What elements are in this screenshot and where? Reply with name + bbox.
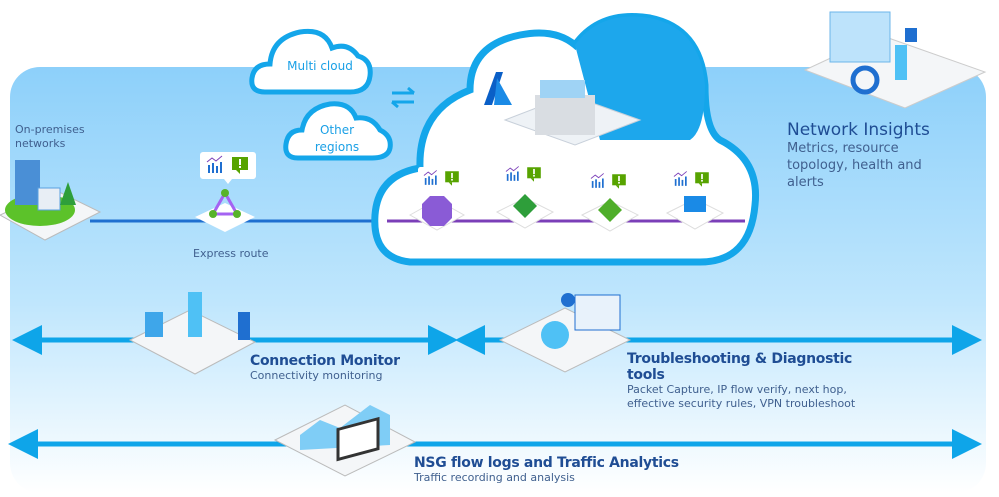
other-regions-label: Other regions <box>314 123 360 154</box>
nsg-flow-logs-icon <box>273 404 417 477</box>
multi-cloud-label: Multi cloud <box>287 59 353 73</box>
metrics-chart-icon <box>673 171 687 186</box>
alert-icon <box>612 174 626 189</box>
vnet-gateway-tile-icon <box>580 198 640 232</box>
metrics-chart-icon <box>206 155 223 173</box>
troubleshooting-section: Troubleshooting & Diagnostic tools Packe… <box>627 351 887 411</box>
exchange-arrows-icon <box>391 86 415 109</box>
metrics-chart-icon <box>423 170 437 185</box>
express-route-icon <box>195 189 255 232</box>
express-route-label: Express route <box>193 247 269 260</box>
alert-icon <box>232 157 248 174</box>
troubleshooting-title: Troubleshooting & Diagnostic tools <box>627 351 852 383</box>
alert-icon <box>695 172 709 187</box>
metrics-alert-badge <box>668 168 716 196</box>
metrics-alert-badge <box>500 163 548 191</box>
connection-monitor-icon <box>128 292 257 375</box>
connection-monitor-description: Connectivity monitoring <box>250 369 383 382</box>
load-balancer-tile-icon <box>495 194 555 229</box>
connection-monitor-title: Connection Monitor <box>250 353 400 369</box>
network-insights-icon <box>803 11 987 109</box>
metrics-alert-badge <box>418 167 466 195</box>
servers-icon <box>503 80 642 146</box>
nsg-section: NSG flow logs and Traffic Analytics Traf… <box>414 455 679 485</box>
virtual-machine-tile-icon <box>665 196 725 230</box>
network-insights-description: Metrics, resource topology, health and a… <box>787 141 922 190</box>
on-premises-building-icon <box>0 160 102 241</box>
multi-cloud-shape <box>249 28 373 95</box>
metrics-alert-badge <box>585 170 633 198</box>
alert-icon <box>527 167 541 182</box>
connection-monitor-section: Connection Monitor Connectivity monitori… <box>250 353 400 383</box>
metrics-chart-icon <box>505 166 519 181</box>
troubleshooting-description: Packet Capture, IP flow verify, next hop… <box>627 383 856 410</box>
troubleshooting-icon <box>498 293 632 373</box>
on-premises-label: On-premises networks <box>15 123 85 150</box>
metrics-chart-icon <box>590 173 604 188</box>
azure-logo-icon <box>484 72 512 105</box>
nsg-title: NSG flow logs and Traffic Analytics <box>414 455 679 471</box>
network-insights-section: Network Insights Metrics, resource topol… <box>787 120 962 191</box>
network-insights-title: Network Insights <box>787 120 930 140</box>
nsg-description: Traffic recording and analysis <box>414 471 575 484</box>
metrics-alert-badge <box>200 152 256 184</box>
firewall-tile-icon <box>408 196 466 231</box>
other-regions-cloud-shape <box>283 101 393 161</box>
